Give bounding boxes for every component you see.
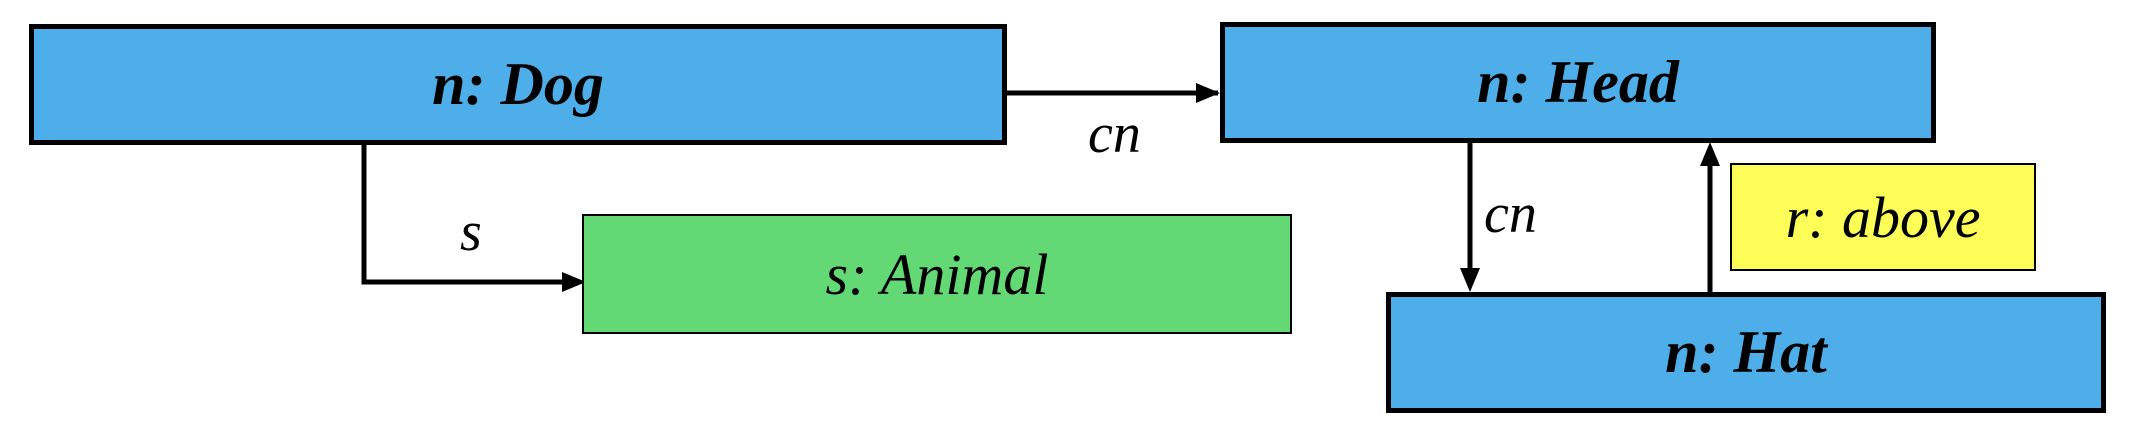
node-dog: n: Dog	[29, 24, 1007, 145]
node-animal-label: s: Animal	[825, 241, 1049, 307]
node-head-label: n: Head	[1477, 49, 1679, 115]
arrowhead-hat-to-head	[1700, 142, 1720, 166]
node-above-label: r: above	[1785, 184, 1981, 250]
node-dog-label: n: Dog	[432, 51, 604, 117]
edge-label-dog-to-animal: s	[460, 201, 482, 263]
edge-label-head-to-hat: cn	[1484, 183, 1537, 245]
node-hat-label: n: Hat	[1665, 319, 1827, 385]
node-head: n: Head	[1220, 22, 1936, 143]
arrowhead-dog-to-animal	[562, 272, 586, 292]
arrowhead-dog-to-head	[1196, 83, 1220, 103]
edge-label-dog-to-head: cn	[1088, 103, 1141, 165]
node-hat: n: Hat	[1386, 292, 2106, 413]
node-above: r: above	[1730, 163, 2036, 271]
edge-dog-to-animal	[361, 144, 568, 285]
node-animal: s: Animal	[582, 214, 1292, 334]
arrowhead-head-to-hat	[1460, 268, 1480, 292]
